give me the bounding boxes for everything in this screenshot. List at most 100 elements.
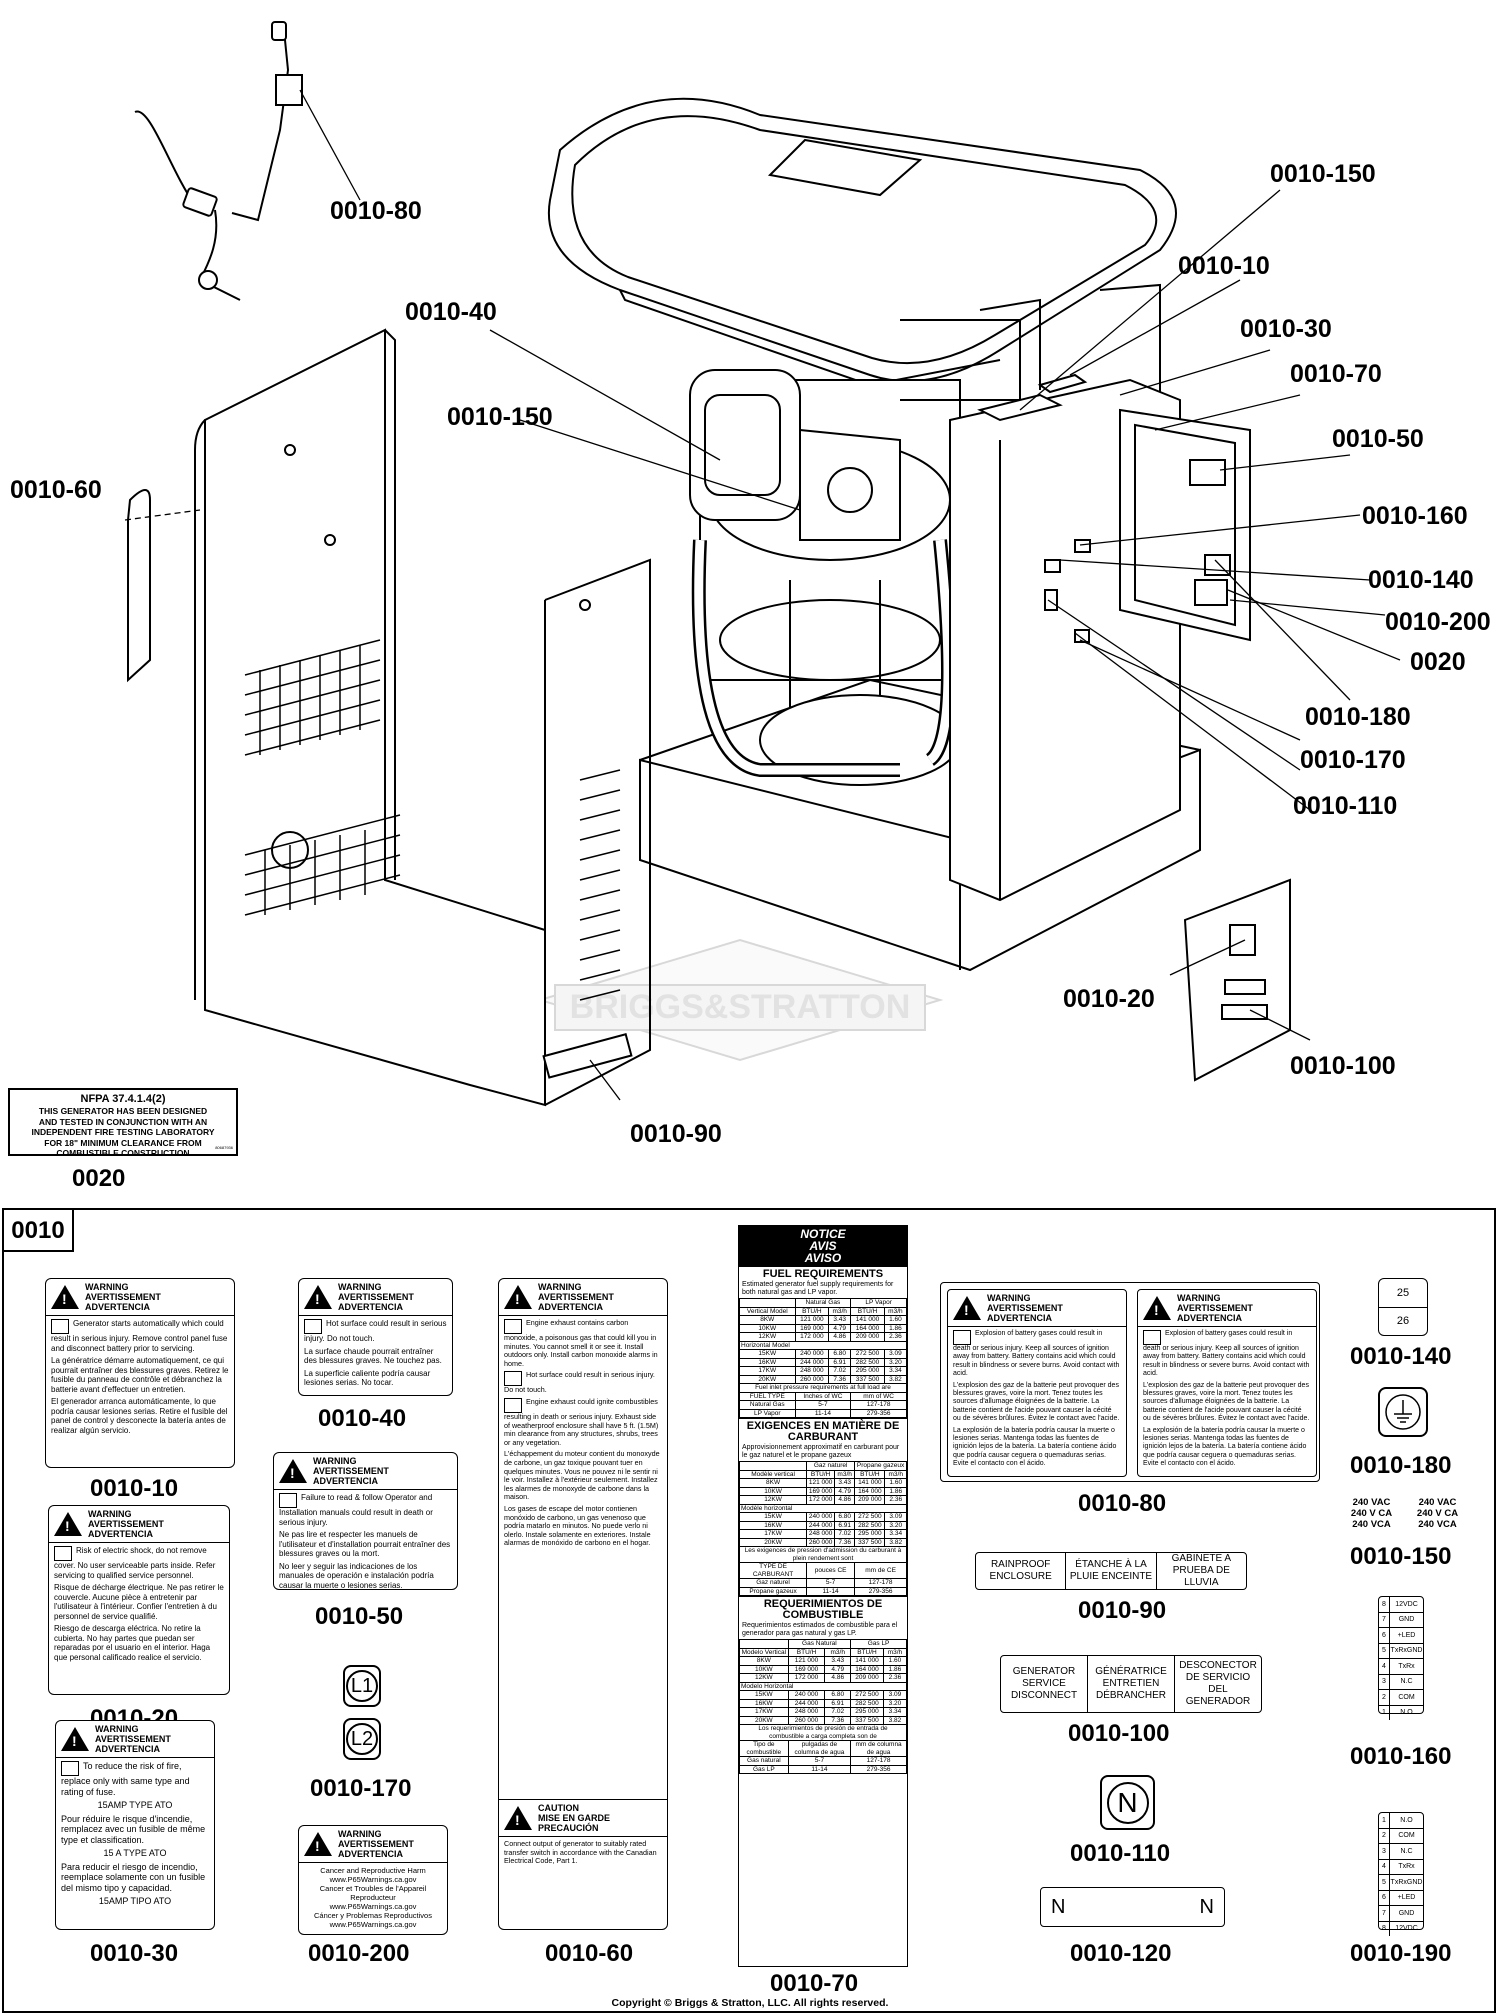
decal-0010-170-l1: L1 <box>343 1665 381 1707</box>
electric-shock-icon <box>54 1546 72 1561</box>
neutral-mark-right: N <box>1199 1896 1214 1918</box>
decal-0010-110: N <box>1100 1775 1155 1830</box>
decal-number: 0010-180 <box>1350 1452 1452 1479</box>
callout-0010-50: 0010-50 <box>1332 425 1424 453</box>
decal-number: 0010-60 <box>545 1940 634 1967</box>
decal-number: 0010-120 <box>1070 1940 1172 1967</box>
prop65-line: www.P65Warnings.ca.gov <box>329 1920 417 1929</box>
rain-strip <box>127 489 151 683</box>
decal-number: 0010-50 <box>315 1603 404 1630</box>
fuel-intro-en: Estimated generator fuel supply requirem… <box>742 1281 894 1296</box>
prop65-line: Cancer and Reproductive Harm <box>320 1866 426 1875</box>
decal-text: Failure to read & follow Operator and In… <box>279 1493 433 1527</box>
louver-grid-upper <box>244 639 381 756</box>
decal-text: Riesgo de descarga eléctrica. No retire … <box>54 1624 211 1662</box>
decal-0010-180 <box>1378 1387 1428 1437</box>
warning-triangle-icon <box>54 1512 82 1536</box>
battery-explosion-icon <box>1143 1330 1161 1345</box>
decal-text: La génératrice démarre automatiquement, … <box>51 1356 229 1394</box>
read-manual-icon <box>279 1493 297 1508</box>
callout-0010-70: 0010-70 <box>1290 360 1382 388</box>
decal-text: Ne pas lire et respecter les manuels de … <box>279 1530 451 1558</box>
rainproof-en: RAINPROOF ENCLOSURE <box>976 1553 1067 1589</box>
decal-text: Risque de décharge électrique. Ne pas re… <box>54 1583 224 1621</box>
decal-number: 0010-100 <box>1068 1720 1170 1747</box>
decal-text: Engine exhaust could ignite combustibles… <box>504 1396 659 1447</box>
prop65-line: www.P65Warnings.ca.gov <box>329 1902 417 1911</box>
nfpa-title: NFPA 37.4.1.4(2) <box>80 1093 166 1105</box>
decal-number: 0010-80 <box>1078 1490 1167 1517</box>
callout-0020: 0020 <box>1410 648 1466 676</box>
decal-text: To reduce the risk of fire, replace only… <box>61 1761 190 1797</box>
exploded-assembly-illustration: BRIGGS&STRATTON <box>124 21 1401 1107</box>
neutral-mark-left: N <box>1051 1896 1066 1918</box>
terminal-25: 25 <box>1379 1279 1427 1308</box>
disconnect-en: GENERATOR SERVICE DISCONNECT <box>1001 1656 1088 1712</box>
caution-triangle-icon <box>504 1806 532 1830</box>
decal-number: 0010-160 <box>1350 1743 1452 1770</box>
prop65-line: www.P65Warnings.ca.gov <box>329 1875 417 1884</box>
enclosure-roof <box>547 97 1177 387</box>
l2-symbol: L2 <box>346 1723 378 1755</box>
copyright: Copyright © Briggs & Stratton, LLC. All … <box>611 1997 889 2009</box>
fuel-title-es: REQUERIMIENTOS DE COMBUSTIBLE <box>739 1596 907 1621</box>
decal-text: El generador arranca automáticamente, lo… <box>51 1397 228 1435</box>
decal-0010-120: N N <box>1040 1887 1225 1927</box>
decal-text: Para reducir el riesgo de incendio, reem… <box>61 1861 206 1893</box>
ground-symbol-icon <box>1385 1394 1421 1430</box>
callout-0010-80: 0010-80 <box>330 197 422 225</box>
nfpa-part-number: 0020 <box>72 1165 126 1192</box>
callout-0010-140: 0010-140 <box>1368 566 1474 594</box>
louver-side <box>579 769 621 1001</box>
disconnect-es: DESCONECTOR DE SERVICIO DEL GENERADOR <box>1179 1660 1257 1707</box>
callout-0010-170: 0010-170 <box>1300 746 1406 774</box>
decal-text: 15AMP TYPE ATO <box>97 1800 173 1810</box>
fire-hazard-icon <box>61 1761 79 1776</box>
callout-0010-200: 0010-200 <box>1385 608 1491 636</box>
frame-tag: 0010 <box>4 1210 74 1252</box>
fuel-title-en: FUEL REQUIREMENTS <box>739 1266 907 1280</box>
decal-text: 15 A TYPE ATO <box>103 1848 167 1858</box>
nfpa-line: AND TESTED IN CONJUNCTION WITH AN <box>38 1116 208 1127</box>
neutral-symbol: N <box>1106 1781 1149 1824</box>
decal-0010-170-l2: L2 <box>343 1718 381 1760</box>
fuel-title-fr: EXIGENCES EN MATIÈRE DE CARBURANT <box>739 1418 907 1443</box>
fuel-intro-es: Requerimientos estimados de combustible … <box>742 1622 898 1637</box>
fire-hazard-icon <box>504 1397 522 1413</box>
decal-number: 0010-170 <box>310 1775 412 1802</box>
warning-triangle-icon <box>953 1296 981 1320</box>
decal-number: 0010-90 <box>1078 1597 1167 1624</box>
decal-number: 0010-110 <box>1070 1840 1171 1867</box>
fuel-intro-fr: Approvisionnement approximatif en carbur… <box>742 1444 900 1459</box>
decal-text: La surface chaude pourrait entraîner des… <box>304 1346 442 1366</box>
decal-text: Los gases de escape del motor contienen … <box>504 1503 651 1548</box>
warning-triangle-icon <box>504 1285 532 1309</box>
watermark-text: BRIGGS&STRATTON <box>570 988 911 1026</box>
decal-text: Engine exhaust contains carbon monoxide,… <box>504 1318 658 1368</box>
decal-text: Hot surface could result in serious inju… <box>304 1319 447 1343</box>
decal-text: Pour réduire le risque d'incendie, rempl… <box>61 1813 206 1845</box>
louver-grid-lower <box>244 814 401 916</box>
hot-surface-icon <box>304 1319 322 1334</box>
nfpa-line: INDEPENDENT FIRE TESTING LABORATORY <box>31 1127 215 1137</box>
terminal-26: 26 <box>1396 1315 1410 1327</box>
carbon-monoxide-icon <box>504 1319 522 1334</box>
